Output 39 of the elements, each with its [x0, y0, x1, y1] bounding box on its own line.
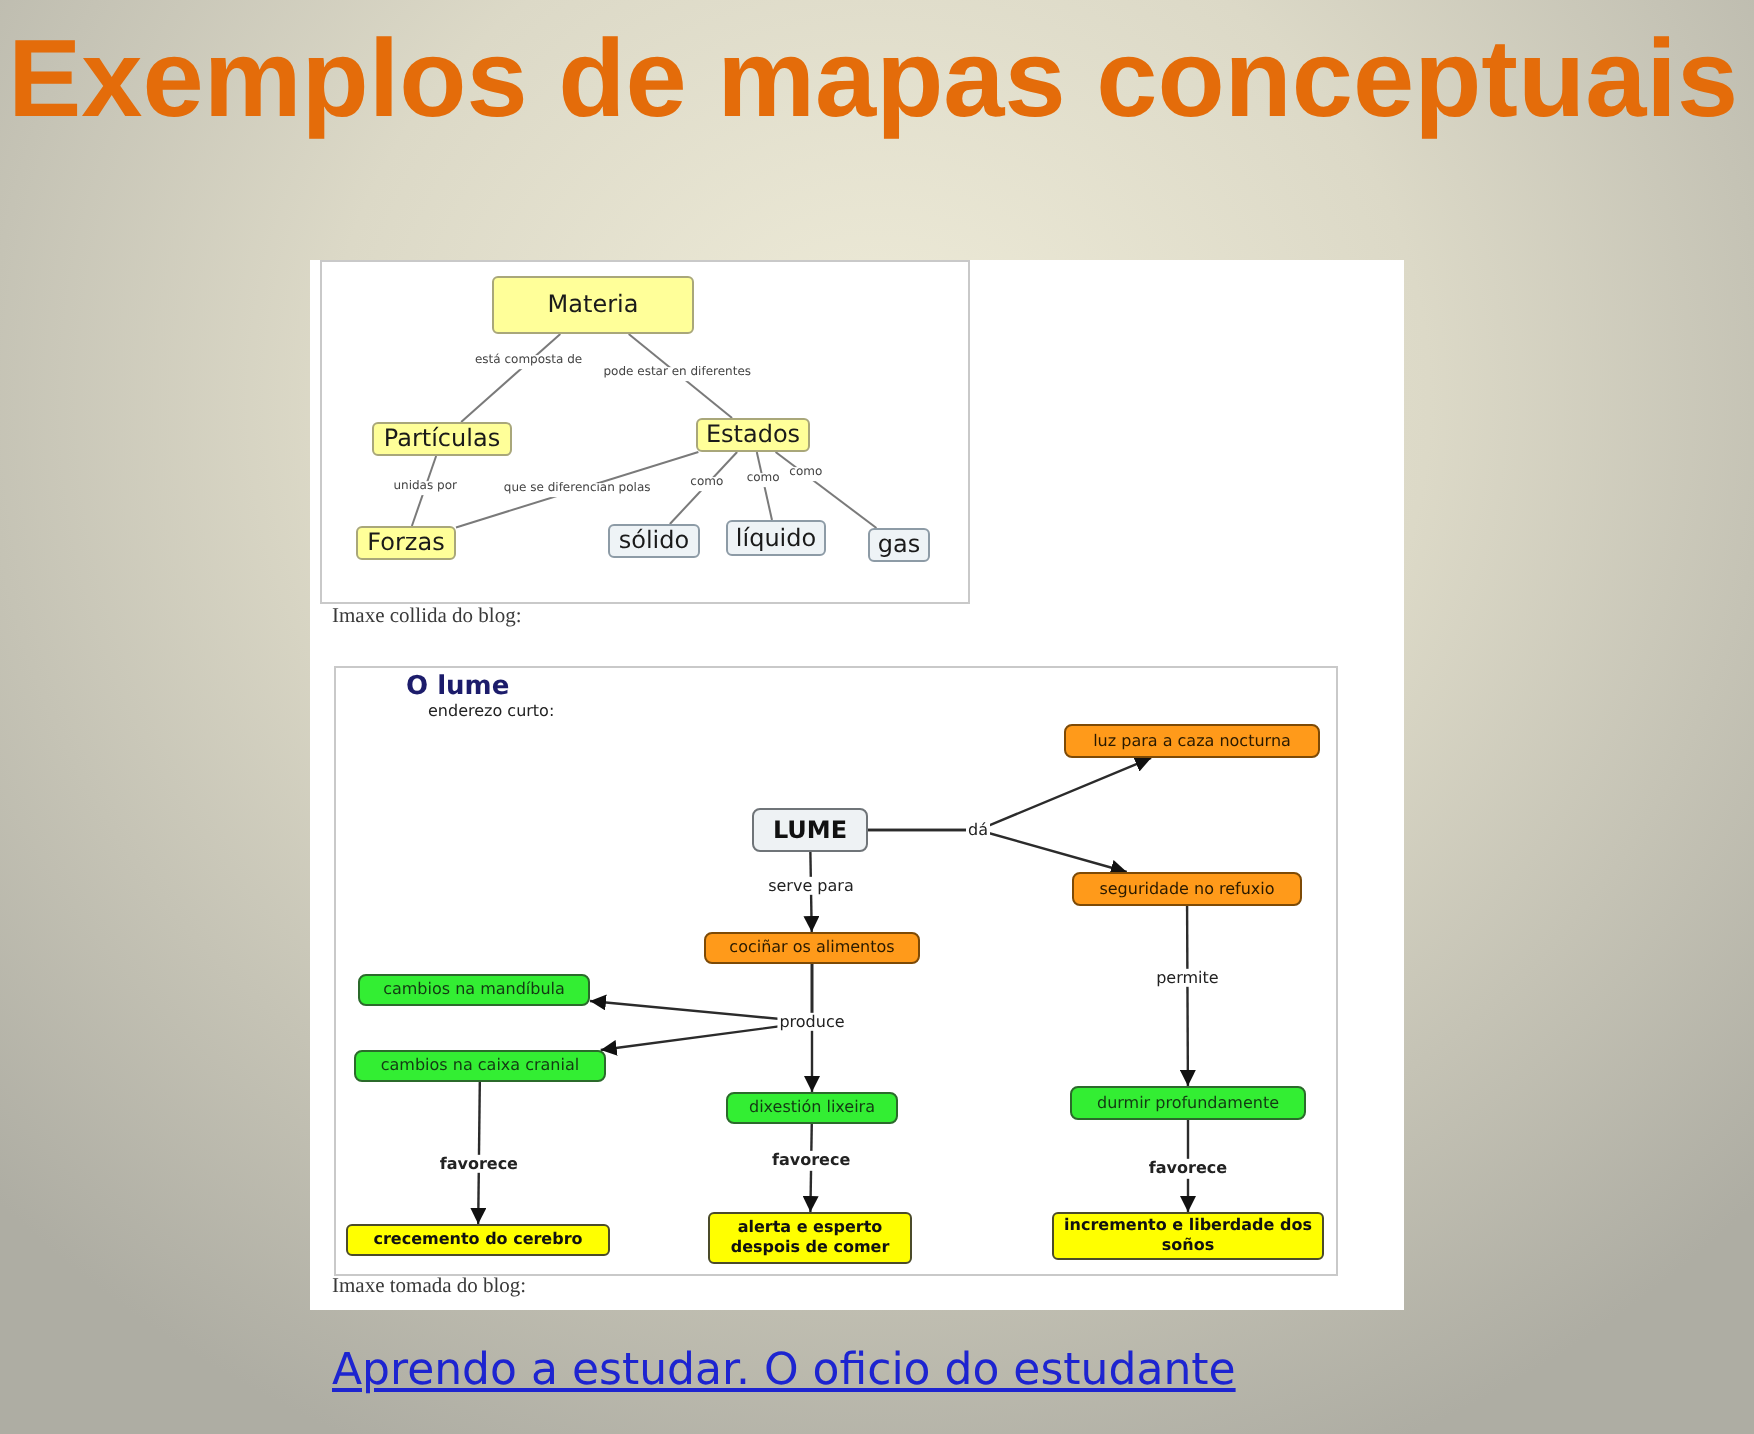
- map-note: enderezo curto:: [428, 702, 555, 720]
- edge-label: serve para: [766, 876, 856, 895]
- edge-label: favorece: [770, 1151, 853, 1171]
- concept-box: Materia: [492, 276, 694, 334]
- image-credit: Imaxe collida do blog:: [332, 606, 522, 628]
- arrow: [868, 828, 1128, 876]
- edge-label: favorece: [437, 1155, 520, 1174]
- concept-box: LUME: [752, 808, 868, 852]
- edge-label: favorece: [1146, 1159, 1230, 1178]
- concept-box: seguridade no refuxio: [1072, 872, 1302, 906]
- concept-box: crecemento do cerebro: [346, 1224, 610, 1256]
- connector-line: [755, 451, 773, 521]
- source-link: Aprendo a estudar. O oficio do estudante: [332, 1346, 1236, 1399]
- edge-label: dá: [966, 820, 990, 840]
- concept-box: incremento e liberdade dos soños: [1052, 1212, 1324, 1260]
- edge-label: produce: [777, 1012, 847, 1032]
- concept-box: cociñar os alimentos: [704, 932, 920, 964]
- concept-box: luz para a caza nocturna: [1064, 724, 1320, 758]
- arrow: [804, 964, 820, 1092]
- slide-title: Exemplos de mapas conceptuais: [8, 24, 1739, 134]
- concept-box: Estados: [696, 418, 810, 452]
- concept-box: cambios na caixa cranial: [354, 1050, 606, 1082]
- concept-box: dixestión lixeira: [726, 1092, 898, 1124]
- concept-box: líquido: [726, 520, 826, 556]
- arrow: [1179, 906, 1196, 1086]
- connector-line: [460, 333, 562, 423]
- concept-box: alerta e esperto despois de comer: [708, 1212, 912, 1264]
- arrow: [470, 1082, 487, 1224]
- image-credit: Imaxe tomada do blog:: [332, 1276, 527, 1298]
- edge-label: permite: [1154, 968, 1221, 988]
- map-title: O lume: [406, 672, 510, 702]
- concept-box: durmir profundamente: [1070, 1086, 1306, 1120]
- concept-box: cambios na mandíbula: [358, 974, 590, 1006]
- concept-box: gas: [868, 528, 930, 562]
- concept-box: Forzas: [356, 526, 456, 560]
- concept-box: sólido: [608, 524, 700, 558]
- connector-line: [668, 451, 739, 525]
- concept-box: Partículas: [372, 422, 512, 456]
- connector-line: [774, 451, 878, 529]
